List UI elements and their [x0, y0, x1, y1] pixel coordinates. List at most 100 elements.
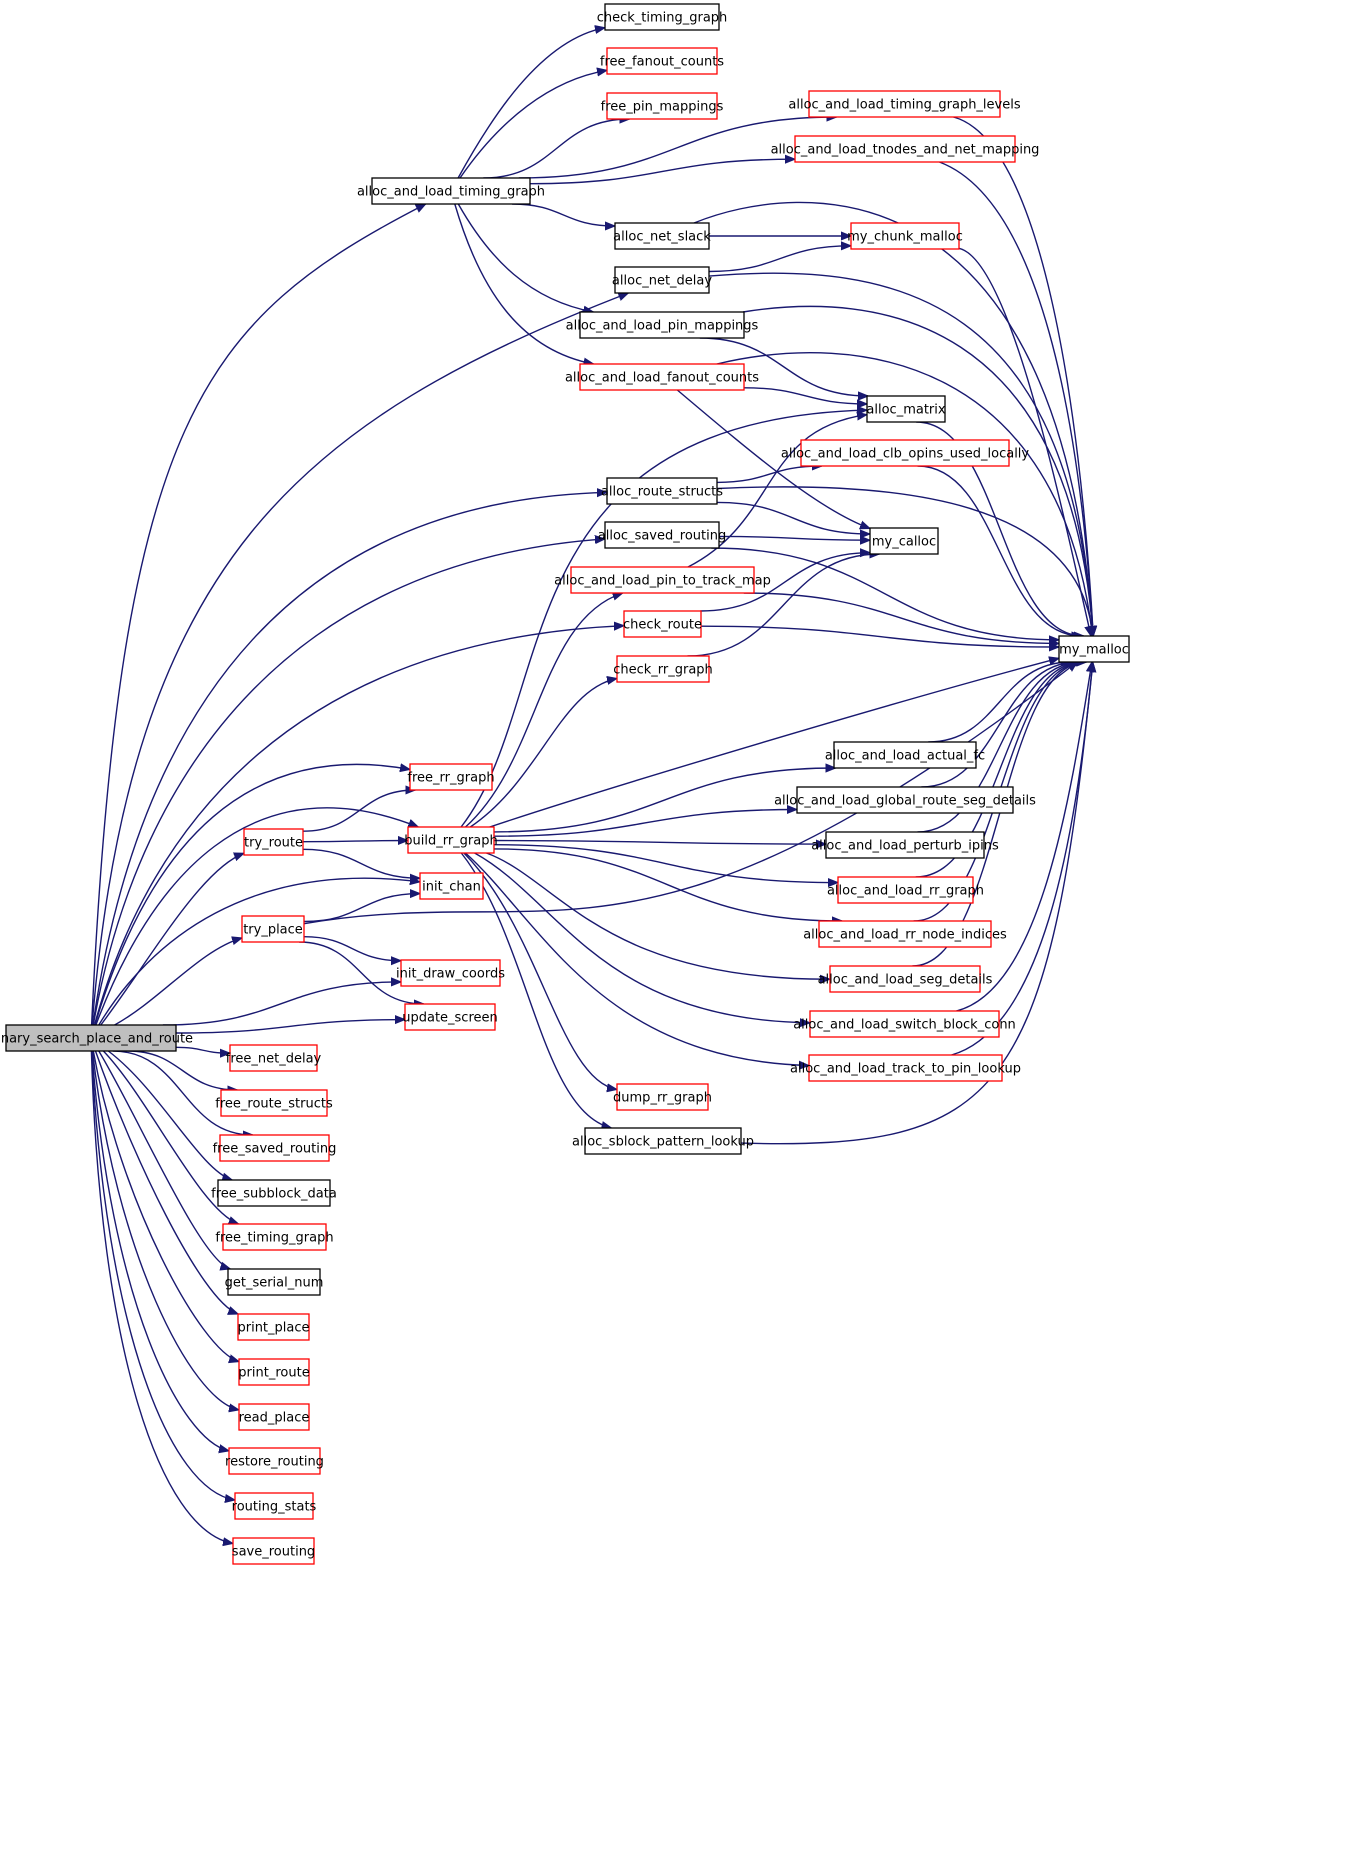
edge-alloc_and_load_clb_opins_used_locally-to-my_malloc: [917, 465, 1082, 636]
edge-root-to-build_rr_graph: [95, 807, 418, 1026]
node-box: [584, 1127, 742, 1155]
edge-root-to-routing_stats: [90, 1050, 235, 1500]
node-box: [825, 831, 985, 859]
node-label: binary_search_place_and_route: [0, 1032, 193, 1047]
edge-alloc_and_load_seg_details-to-my_malloc: [912, 662, 1086, 967]
node-box: [400, 959, 501, 987]
node-alloc-and-load-fanout-counts[interactable]: alloc_and_load_fanout_counts: [565, 363, 759, 391]
node-free-rr-graph[interactable]: free_rr_graph: [407, 763, 495, 791]
node-free-saved-routing[interactable]: free_saved_routing: [213, 1134, 337, 1162]
node-alloc-and-load-clb-opins-used-locally[interactable]: alloc_and_load_clb_opins_used_locally: [781, 439, 1030, 467]
node-alloc-and-load-timing-graph-levels[interactable]: alloc_and_load_timing_graph_levels: [788, 90, 1021, 118]
edge-try_route-to-init_chan: [302, 848, 420, 878]
node-my-chunk-malloc[interactable]: my_chunk_malloc: [847, 222, 963, 250]
node-check-timing-graph[interactable]: check_timing_graph: [597, 3, 728, 31]
node-alloc-and-load-tnodes-and-net-mapping[interactable]: alloc_and_load_tnodes_and_net_mapping: [771, 135, 1040, 163]
node-label: init_draw_coords: [396, 967, 505, 982]
node-save-routing[interactable]: save_routing: [232, 1537, 315, 1565]
node-alloc-and-load-switch-block-conn[interactable]: alloc_and_load_switch_block_conn: [793, 1010, 1016, 1038]
edge-try_place-to-init_chan: [303, 894, 420, 923]
node-alloc-and-load-actual-fc[interactable]: alloc_and_load_actual_fc: [825, 741, 985, 769]
node-dump-rr-graph[interactable]: dump_rr_graph: [613, 1083, 712, 1111]
node-box: [570, 566, 755, 594]
node-free-subblock-data[interactable]: free_subblock_data: [211, 1179, 337, 1207]
edge-build_rr_graph-to-alloc_and_load_pin_to_track_map: [465, 593, 623, 828]
node-layer: binary_search_place_and_route alloc_and_l…: [0, 3, 1130, 1565]
node-my-calloc[interactable]: my_calloc: [869, 527, 939, 555]
node-alloc-and-load-rr-graph[interactable]: alloc_and_load_rr_graph: [827, 876, 984, 904]
node-check-rr-graph[interactable]: check_rr_graph: [613, 655, 713, 683]
edge-alloc_and_load_timing_graph-to-alloc_and_load_fanout_counts: [454, 203, 594, 364]
node-restore-routing[interactable]: restore_routing: [225, 1447, 324, 1475]
edge-root-to-alloc_net_delay: [91, 292, 628, 1026]
node-free-timing-graph[interactable]: free_timing_graph: [215, 1223, 334, 1251]
edge-alloc_and_load_pin_to_track_map-to-my_malloc: [743, 592, 1059, 643]
edge-root-to-free_rr_graph: [94, 764, 410, 1026]
node-alloc-and-load-track-to-pin-lookup[interactable]: alloc_and_load_track_to_pin_lookup: [790, 1054, 1021, 1082]
edge-check_rr_graph-to-my_calloc: [687, 554, 880, 657]
edge-root-to-alloc_saved_routing: [92, 539, 605, 1026]
edge-alloc_and_load_actual_fc-to-my_malloc: [928, 662, 1071, 743]
node-my-malloc[interactable]: my_malloc: [1058, 635, 1130, 663]
node-try-route[interactable]: try_route: [243, 828, 304, 856]
node-label: alloc_and_load_seg_details: [818, 973, 993, 988]
edge-build_rr_graph-to-alloc_and_load_track_to_pin_lookup: [465, 852, 810, 1066]
node-alloc-route-structs[interactable]: alloc_route_structs: [601, 477, 723, 505]
node-alloc-and-load-pin-to-track-map[interactable]: alloc_and_load_pin_to_track_map: [554, 566, 771, 594]
node-alloc-and-load-pin-mappings[interactable]: alloc_and_load_pin_mappings: [566, 311, 759, 339]
node-alloc-sblock-pattern-lookup[interactable]: alloc_sblock_pattern_lookup: [572, 1127, 754, 1155]
node-label: print_place: [237, 1321, 309, 1336]
node-routing-stats[interactable]: routing_stats: [232, 1492, 317, 1520]
node-free-fanout-counts[interactable]: free_fanout_counts: [600, 47, 724, 75]
node-label: alloc_and_load_timing_graph_levels: [788, 98, 1020, 113]
node-box: [829, 965, 981, 993]
node-init-chan[interactable]: init_chan: [419, 872, 484, 900]
node-box: [606, 477, 718, 505]
edge-alloc_and_load_fanout_counts-to-my_malloc: [716, 352, 1093, 636]
node-box: [234, 1492, 314, 1520]
node-label: free_fanout_counts: [600, 55, 724, 70]
edge-build_rr_graph-to-alloc_and_load_actual_fc: [493, 768, 836, 833]
node-label: alloc_saved_routing: [598, 529, 726, 544]
node-try-place[interactable]: try_place: [241, 915, 305, 943]
node-alloc-and-load-perturb-ipins[interactable]: alloc_and_load_perturb_ipins: [811, 831, 999, 859]
node-alloc-net-delay[interactable]: alloc_net_delay: [612, 266, 712, 294]
node-box: [809, 1010, 1000, 1038]
node-label: init_chan: [422, 880, 481, 895]
node-read-place[interactable]: read_place: [238, 1403, 310, 1431]
node-label: try_route: [244, 836, 303, 851]
node-box: [808, 1054, 1003, 1082]
node-alloc-matrix[interactable]: alloc_matrix: [866, 395, 946, 423]
node-update-screen[interactable]: update_screen: [402, 1003, 498, 1031]
node-free-net-delay[interactable]: free_net_delay: [226, 1044, 322, 1072]
node-print-route[interactable]: print_route: [238, 1358, 310, 1386]
node-alloc-and-load-global-route-seg-details[interactable]: alloc_and_load_global_route_seg_details: [774, 786, 1036, 814]
edge-alloc_and_load_pin_mappings-to-alloc_matrix: [699, 337, 868, 396]
node-build-rr-graph[interactable]: build_rr_graph: [404, 826, 498, 854]
node-box: [869, 527, 939, 555]
node-alloc-net-slack[interactable]: alloc_net_slack: [613, 222, 711, 250]
edge-root-to-alloc_and_load_timing_graph: [90, 203, 426, 1026]
node-box: [1058, 635, 1130, 663]
node-print-place[interactable]: print_place: [237, 1313, 310, 1341]
node-init-draw-coords[interactable]: init_draw_coords: [396, 959, 505, 987]
node-alloc-and-load-rr-node-indices[interactable]: alloc_and_load_rr_node_indices: [803, 920, 1007, 948]
node-free-route-structs[interactable]: free_route_structs: [215, 1089, 333, 1117]
edge-root-to-free_net_delay: [175, 1046, 230, 1053]
node-label: read_place: [239, 1411, 310, 1426]
edge-try_place-to-init_draw_coords: [303, 936, 401, 961]
node-box: [220, 1089, 328, 1117]
node-get-serial-num[interactable]: get_serial_num: [225, 1268, 324, 1296]
node-alloc-saved-routing[interactable]: alloc_saved_routing: [598, 521, 726, 549]
node-alloc-and-load-timing-graph[interactable]: alloc_and_load_timing_graph: [357, 177, 545, 205]
node-alloc-and-load-seg-details[interactable]: alloc_and_load_seg_details: [818, 965, 993, 993]
edge-build_rr_graph-to-alloc_matrix: [460, 410, 867, 828]
edge-check_route-to-my_malloc: [700, 625, 1059, 647]
node-label: free_net_delay: [226, 1052, 322, 1067]
node-root[interactable]: binary_search_place_and_route: [0, 1024, 193, 1052]
node-check-route[interactable]: check_route: [623, 610, 702, 638]
node-free-pin-mappings[interactable]: free_pin_mappings: [601, 92, 724, 120]
node-label: build_rr_graph: [404, 834, 497, 849]
edge-build_rr_graph-to-alloc_and_load_rr_graph: [493, 844, 838, 883]
edge-alloc_and_load_pin_mappings-to-my_malloc: [742, 305, 1093, 636]
